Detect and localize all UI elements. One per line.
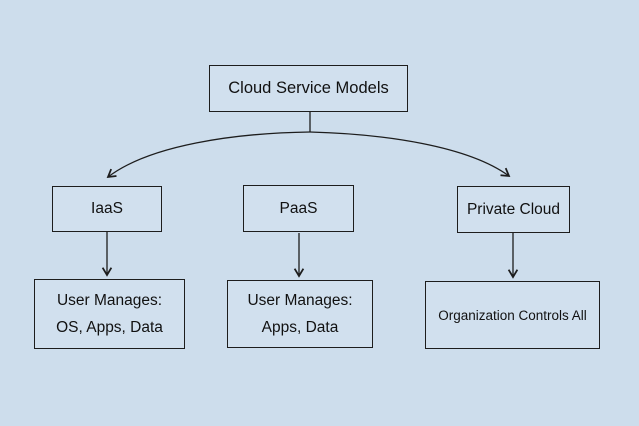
node-iaas-detail-label: User Manages: OS, Apps, Data — [56, 292, 163, 336]
node-cloud-service-models-label: Cloud Service Models — [228, 79, 389, 97]
node-paas-detail-label: User Manages: Apps, Data — [247, 292, 353, 336]
edge-root-to-iaas — [106, 131, 311, 179]
node-private-cloud-detail: Organization Controls All — [425, 281, 600, 349]
node-iaas-label: IaaS — [91, 200, 123, 217]
node-paas: PaaS — [243, 185, 354, 232]
node-paas-label: PaaS — [279, 199, 318, 217]
node-private-cloud-detail-label: Organization Controls All — [438, 307, 587, 323]
node-private-cloud: Private Cloud — [457, 186, 570, 233]
node-iaas-detail: User Manages: OS, Apps, Data — [34, 279, 185, 349]
node-iaas: IaaS — [52, 186, 162, 232]
node-paas-detail: User Manages: Apps, Data — [227, 280, 373, 348]
node-private-cloud-label: Private Cloud — [466, 200, 561, 218]
node-cloud-service-models: Cloud Service Models — [209, 65, 408, 112]
edge-root-to-private-cloud — [309, 131, 511, 178]
